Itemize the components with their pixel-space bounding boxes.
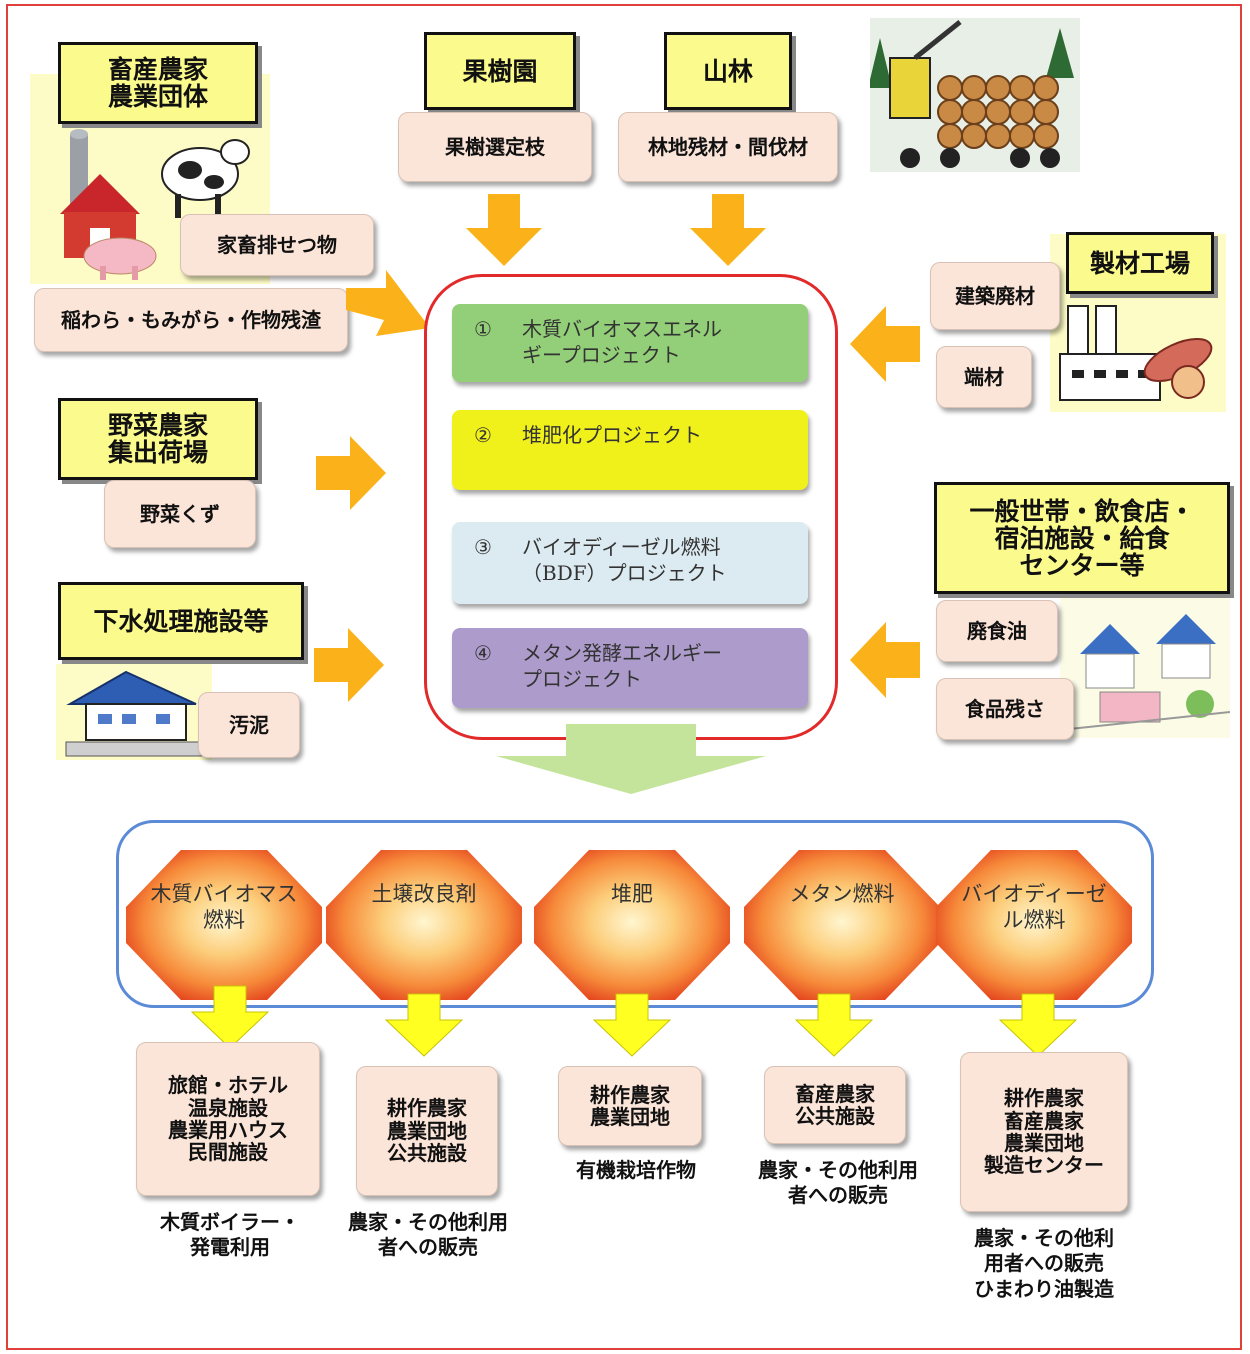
forest-material: 林地残材・間伐材 <box>618 112 838 182</box>
diagram-frame <box>6 4 1242 1350</box>
product-label: 土壌改良剤 <box>371 882 477 906</box>
users-biodiesel: 耕作農家 畜産農家 農業団地 製造センター <box>960 1052 1128 1212</box>
use-soil-conditioner: 農家・その他利用 者への販売 <box>348 1210 508 1260</box>
livestock-material-straw: 稲わら・もみがら・作物残渣 <box>34 288 348 352</box>
users-woody-biomass: 旅館・ホテル 温泉施設 農業用ハウス 民間施設 <box>136 1042 320 1196</box>
users-methane: 畜産農家 公共施設 <box>764 1066 906 1144</box>
users-soil-conditioner: 耕作農家 農業団地 公共施設 <box>356 1066 498 1196</box>
arrow-down-yellow <box>794 993 874 1057</box>
project-title: 堆肥化プロジェクト <box>522 423 702 447</box>
project-number: ① <box>474 317 492 341</box>
arrow-right-sewage <box>314 628 384 702</box>
livestock-title: 畜産農家 農業団体 <box>58 42 258 124</box>
livestock-material-manure: 家畜排せつ物 <box>180 214 374 276</box>
orchard-material: 果樹選定枝 <box>398 112 592 182</box>
sawmill-title: 製材工場 <box>1066 232 1214 294</box>
arrow-down-yellow <box>998 993 1078 1057</box>
sawmill-material-offcuts: 端材 <box>936 346 1032 408</box>
arrow-down-orchard <box>466 194 542 266</box>
households-material-oil: 廃食油 <box>936 600 1058 662</box>
project-number: ④ <box>474 641 492 665</box>
arrow-left-households <box>850 622 920 698</box>
arrow-down-yellow <box>190 985 270 1049</box>
project-title: バイオディーゼル燃料 （BDF）プロジェクト <box>522 535 727 585</box>
product-biodiesel-fuel: バイオディーゼ ル燃料 <box>936 850 1132 1000</box>
forest-title: 山林 <box>664 32 792 110</box>
product-compost: 堆肥 <box>534 850 730 1000</box>
households-title: 一般世帯・飲食店・ 宿泊施設・給食 センター等 <box>934 482 1230 594</box>
users-compost: 耕作農家 農業団地 <box>558 1066 702 1146</box>
arrow-down-yellow <box>592 993 672 1057</box>
use-methane: 農家・その他利用 者への販売 <box>758 1158 918 1208</box>
project-title: 木質バイオマスエネル ギープロジェクト <box>522 317 722 367</box>
arrow-livestock <box>346 270 430 336</box>
households-material-food: 食品残さ <box>936 678 1074 740</box>
sawmill-material-demolition: 建築廃材 <box>930 262 1060 330</box>
houses-illustration <box>1060 594 1230 738</box>
use-compost: 有機栽培作物 <box>576 1158 696 1182</box>
orchard-title: 果樹園 <box>424 32 576 110</box>
project-number: ② <box>474 423 492 447</box>
arrow-down-yellow <box>384 993 464 1057</box>
sewage-material: 汚泥 <box>198 692 300 758</box>
product-soil-conditioner: 土壌改良剤 <box>326 850 522 1000</box>
vegetable-title: 野菜農家 集出荷場 <box>58 398 258 480</box>
project-woody-biomass: ① 木質バイオマスエネル ギープロジェクト <box>452 304 808 382</box>
project-methane: ④ メタン発酵エネルギー プロジェクト <box>452 628 808 708</box>
product-label: メタン燃料 <box>789 882 895 906</box>
sewage-plant-illustration <box>56 664 212 760</box>
product-label: 木質バイオマス 燃料 <box>150 882 298 932</box>
vegetable-material: 野菜くず <box>104 480 256 548</box>
project-number: ③ <box>474 535 492 559</box>
arrow-down-forest <box>690 194 766 266</box>
project-title: メタン発酵エネルギー プロジェクト <box>522 641 722 691</box>
arrow-right-vegetable <box>316 436 386 510</box>
log-truck-illustration <box>870 18 1080 172</box>
use-biodiesel: 農家・その他利 用者への販売 ひまわり油製造 <box>974 1226 1114 1301</box>
product-label: 堆肥 <box>611 882 653 906</box>
arrow-down-green <box>496 724 766 794</box>
farm-barn-cow-pig-illustration <box>30 74 270 284</box>
sewage-title: 下水処理施設等 <box>58 582 304 660</box>
project-composting: ② 堆肥化プロジェクト <box>452 410 808 490</box>
product-woody-biomass-fuel: 木質バイオマス 燃料 <box>126 850 322 1000</box>
use-woody-biomass: 木質ボイラー・ 発電利用 <box>160 1210 300 1260</box>
project-biodiesel: ③ バイオディーゼル燃料 （BDF）プロジェクト <box>452 522 808 604</box>
product-methane-fuel: メタン燃料 <box>744 850 940 1000</box>
arrow-left-sawmill <box>850 306 920 382</box>
product-label: バイオディーゼ ル燃料 <box>961 882 1107 932</box>
